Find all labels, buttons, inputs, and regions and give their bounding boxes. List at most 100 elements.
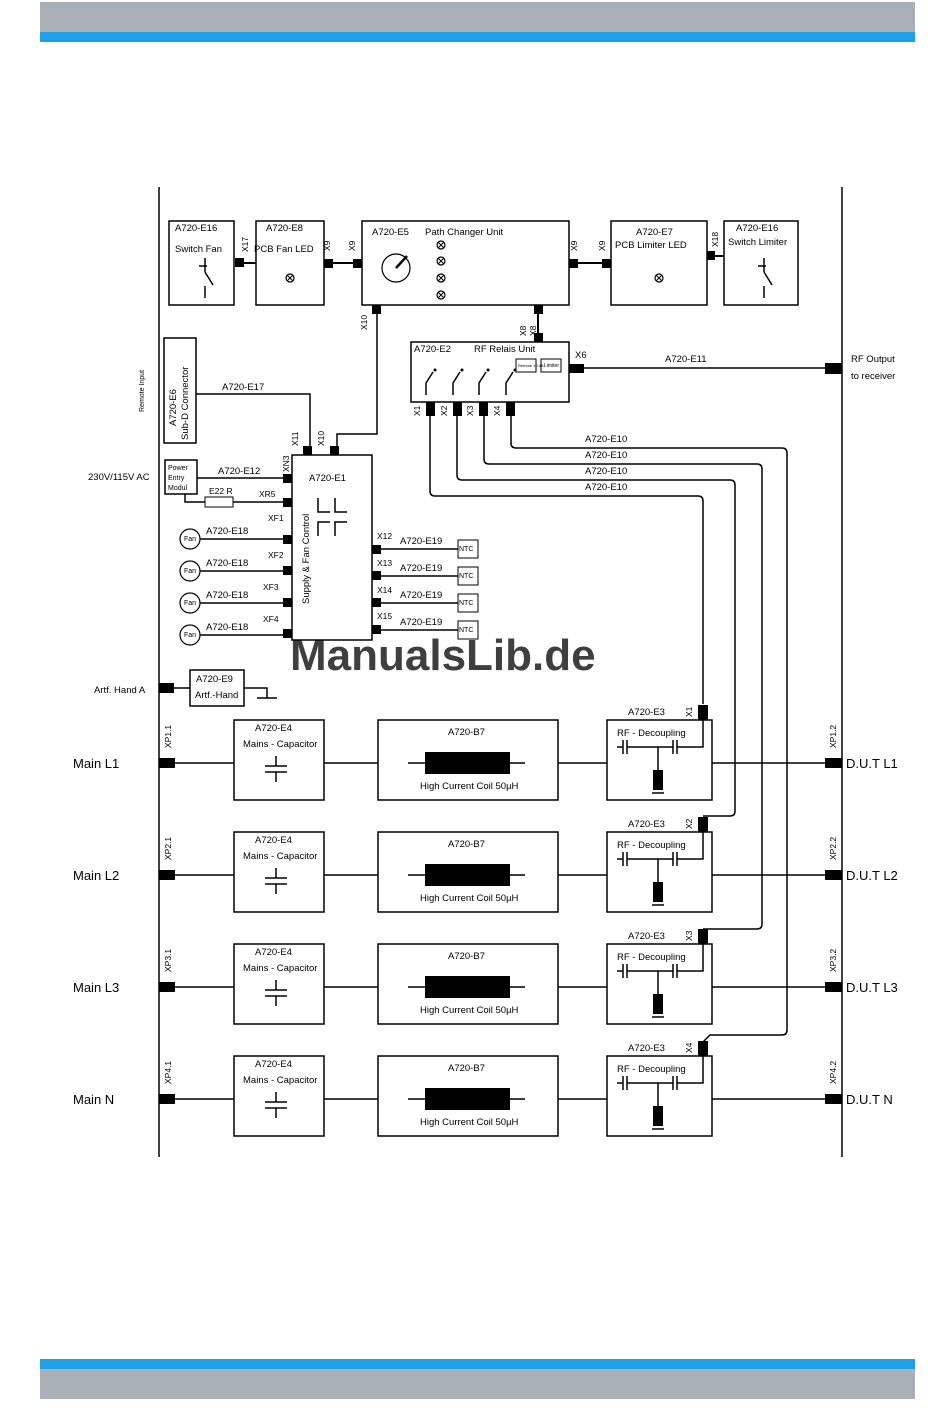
e5-to-e1-wire <box>336 314 378 446</box>
out-port-pin-1 <box>825 758 842 768</box>
path-changer-name: Path Changer Unit <box>425 227 504 238</box>
coil-name-1: High Current Coil 50µH <box>420 781 519 792</box>
in-port-pin-3 <box>159 982 175 992</box>
wire-e18-label-2: A720-E18 <box>206 558 248 569</box>
x14-pin <box>372 598 381 607</box>
x15-label: X15 <box>377 611 392 621</box>
rf-decoupling-block-4 <box>606 1055 713 1137</box>
relay-switches-icon <box>425 368 517 395</box>
x10-label-e5: X10 <box>359 315 369 330</box>
out-port-pin-4 <box>825 1094 842 1104</box>
decoupling-x-label-1: X1 <box>684 706 694 717</box>
coil-name-4: High Current Coil 50µH <box>420 1117 519 1128</box>
wire-e17-label: A720-E17 <box>222 382 264 393</box>
xf4-pin <box>283 629 292 638</box>
decoupling-x-label-2: X2 <box>684 818 694 829</box>
xf3-pin <box>283 598 292 607</box>
x8-pin-e2 <box>534 333 543 342</box>
x8-pin-e5 <box>534 305 543 314</box>
xr5-label: XR5 <box>259 489 276 499</box>
ntc-4-label: NTC <box>459 627 473 634</box>
ntc-1-label: NTC <box>459 546 473 553</box>
subd-name: Sub-D Connector <box>180 367 191 440</box>
x10-pin-e1 <box>330 446 339 455</box>
wire-e18-label-3: A720-E18 <box>206 590 248 601</box>
xf4-label: XF4 <box>263 614 279 624</box>
mains-capacitor-name-3: Mains - Capacitor <box>243 963 317 974</box>
dut-label-4: D.U.T N <box>846 1092 893 1107</box>
mains-capacitor-id-3: A720-E4 <box>255 947 292 958</box>
coil-block-4 <box>377 1055 559 1137</box>
in-port-pin-1 <box>159 758 175 768</box>
relay-contacts-icon <box>317 498 347 536</box>
wire-e10-label-2: A720-E10 <box>585 466 627 477</box>
coil-icon-3 <box>425 976 510 998</box>
in-port-label-1: XP1.1 <box>163 725 173 748</box>
rf-decoupling-name-4: RF - Decoupling <box>617 1064 686 1075</box>
decoupling-resistor-icon-1 <box>653 770 663 790</box>
capacitor-icon-2 <box>265 868 287 894</box>
relay-x4-label: X4 <box>492 405 502 416</box>
xr5-pin <box>283 498 292 507</box>
mains-capacitor-block-1 <box>233 719 325 801</box>
relay-x1-pin <box>426 402 435 416</box>
wire-e10-label-4: A720-E10 <box>585 434 627 445</box>
e22-resistor <box>204 496 234 508</box>
wire-e12-label: A720-E12 <box>218 466 260 477</box>
rf-output-pin <box>825 363 842 374</box>
bottom-blue-band <box>40 1359 915 1369</box>
wire-e11-label: A720-E11 <box>665 354 707 365</box>
ntc-1-box <box>457 539 479 559</box>
out-port-pin-3 <box>825 982 842 992</box>
main-label-4: Main N <box>73 1092 114 1107</box>
power-entry-l2: Entry <box>168 475 185 482</box>
rf-decoupling-id-3: A720-E3 <box>628 931 665 942</box>
remote-input-label: Remote Input <box>139 370 146 412</box>
wire-e10-label-3: A720-E10 <box>585 450 627 461</box>
rf-decoupling-block-1 <box>606 719 713 801</box>
power-entry-l1: Power <box>168 465 189 472</box>
wire-e18-label-1: A720-E18 <box>206 526 248 537</box>
x13-label: X13 <box>377 558 392 568</box>
ntc-4-box <box>457 620 479 640</box>
dut-label-3: D.U.T L3 <box>846 980 898 995</box>
x9-pin-right <box>602 259 611 268</box>
pcb-limiter-led-block <box>610 220 708 306</box>
x17-pin <box>235 258 244 267</box>
wire-e19-label-2: A720-E19 <box>400 563 442 574</box>
coil-id-3: A720-B7 <box>448 951 485 962</box>
wire-e19-label-3: A720-E19 <box>400 590 442 601</box>
out-port-label-2: XP2.2 <box>828 837 838 860</box>
relay-x3-pin <box>479 402 488 416</box>
decoupling-x-pin-3 <box>698 929 708 944</box>
fan-3-icon: Fan <box>179 592 201 614</box>
in-port-pin-4 <box>159 1094 175 1104</box>
decoupling-caps-icon-4 <box>617 1056 704 1090</box>
dut-label-2: D.U.T L2 <box>846 868 898 883</box>
mains-capacitor-name-1: Mains - Capacitor <box>243 739 317 750</box>
top-blue-band <box>40 32 915 42</box>
x9-pin-e5-right <box>569 259 578 268</box>
power-entry-l3: Modul <box>168 485 188 492</box>
path-changer-led-icons <box>436 240 446 300</box>
in-port-label-4: XP4.1 <box>163 1061 173 1084</box>
main-label-2: Main L2 <box>73 868 119 883</box>
mains-capacitor-id-2: A720-E4 <box>255 835 292 846</box>
xn3-label: XN3 <box>281 455 291 472</box>
ground-icon <box>244 687 277 699</box>
x9-label-e5-left: X9 <box>347 240 357 251</box>
decoupling-x-label-4: X4 <box>684 1042 694 1053</box>
supply-fan-control-id: A720-E1 <box>309 473 346 484</box>
path-changer-knob-icon <box>381 253 411 283</box>
pcb-limiter-led-id: A720-E7 <box>636 227 673 238</box>
switch-limiter-id: A720-E16 <box>736 223 778 234</box>
capacitor-icon-3 <box>265 980 287 1006</box>
in-port-label-2: XP2.1 <box>163 837 173 860</box>
xf1-label: XF1 <box>268 513 284 523</box>
artf-hand-name: Artf.-Hand <box>195 690 238 701</box>
in-port-pin-2 <box>159 870 175 880</box>
decoupling-x-pin-2 <box>698 817 708 832</box>
fan-4-icon: Fan <box>179 624 201 646</box>
coil-block-1 <box>377 719 559 801</box>
rf-decoupling-name-3: RF - Decoupling <box>617 952 686 963</box>
